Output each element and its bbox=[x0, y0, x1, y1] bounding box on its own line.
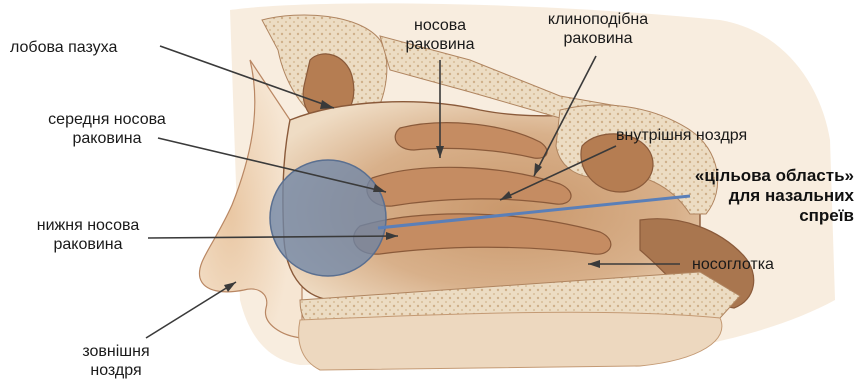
label-nasopharynx: носоглотка bbox=[692, 255, 774, 274]
label-external-nostril: зовнішня ноздря bbox=[56, 342, 176, 380]
label-sphenoid-concha-line2: раковина bbox=[536, 29, 660, 48]
label-nasal-concha-line2: раковина bbox=[388, 35, 492, 54]
label-target-area: «цільова область» для назальних спреїв bbox=[660, 166, 854, 226]
label-external-nostril-line1: зовнішня bbox=[56, 342, 176, 361]
label-external-nostril-line2: ноздря bbox=[56, 361, 176, 380]
label-middle-concha: середня носова раковина bbox=[28, 110, 186, 148]
label-sphenoid-concha-line1: клиноподібна bbox=[536, 10, 660, 29]
label-middle-concha-line1: середня носова bbox=[28, 110, 186, 129]
target-area-circle bbox=[270, 160, 386, 276]
label-nasal-concha-line1: носова bbox=[388, 16, 492, 35]
label-nasal-concha: носова раковина bbox=[388, 16, 492, 54]
label-inferior-concha-line2: раковина bbox=[12, 235, 164, 254]
label-inferior-concha: нижня носова раковина bbox=[12, 216, 164, 254]
label-sphenoid-concha: клиноподібна раковина bbox=[536, 10, 660, 48]
lower-tissue bbox=[299, 312, 722, 370]
label-target-area-line3: спреїв bbox=[660, 206, 854, 226]
label-target-area-line1: «цільова область» bbox=[660, 166, 854, 186]
label-frontal-sinus: лобова пазуха bbox=[10, 38, 117, 57]
label-internal-nostril: внутрішня ноздря bbox=[616, 126, 747, 145]
label-middle-concha-line2: раковина bbox=[28, 129, 186, 148]
label-target-area-line2: для назальних bbox=[660, 186, 854, 206]
pointer-external-nostril bbox=[146, 282, 236, 338]
label-inferior-concha-line1: нижня носова bbox=[12, 216, 164, 235]
